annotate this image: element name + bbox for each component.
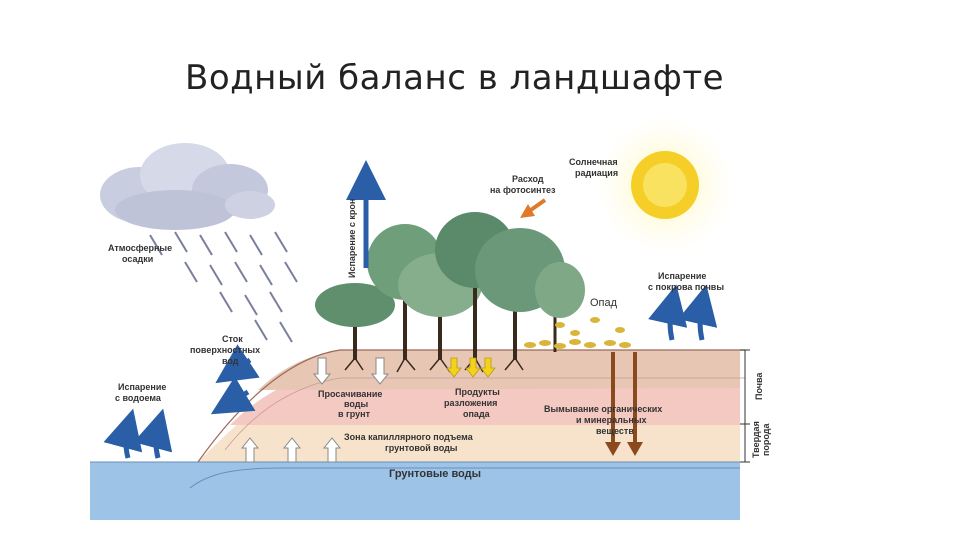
decomposition-label-2: разложения — [444, 398, 497, 408]
soil-upper-layer — [258, 350, 740, 390]
cloud — [100, 143, 275, 230]
decomposition-label-1: Продукты — [455, 387, 500, 397]
solar-label-2: радиация — [575, 168, 618, 178]
runoff-arrow-2 — [228, 392, 248, 404]
soil-evap-arrow-1 — [670, 304, 672, 340]
canopy-evap-label: Испарение с крон — [347, 199, 357, 278]
photosynthesis-label-1: Расход — [512, 174, 544, 184]
runoff-label-2: поверхностных — [190, 345, 260, 355]
leaching-label-3: веществ — [596, 426, 634, 436]
bedrock-label-1: Твердая — [751, 421, 761, 458]
runoff-label-1: Сток — [222, 334, 243, 344]
precipitation-label-1: Атмосферные — [108, 243, 172, 253]
tree-6 — [535, 262, 585, 352]
capillary-label-1: Зона капиллярного подъема — [344, 432, 474, 442]
water-evap-label-1: Испарение — [118, 382, 166, 392]
tree-1 — [315, 283, 395, 360]
water-evap-arrow-2 — [156, 428, 158, 458]
photosynthesis-arrow — [520, 200, 545, 218]
groundwater-label: Грунтовые воды — [389, 468, 481, 480]
decomposition-label-3: опада — [463, 409, 491, 419]
infiltration-label-2: воды — [344, 399, 369, 409]
soil-evap-arrow-2 — [700, 304, 702, 340]
photosynthesis-label-2: на фотосинтез — [490, 185, 556, 195]
layer-bracket: Почва Твердая порода — [740, 350, 771, 462]
yellow-arrows — [447, 358, 495, 377]
precipitation-label-2: осадки — [122, 254, 153, 264]
solar-label-1: Солнечная — [569, 157, 618, 167]
capillary-label-2: грунтовой воды — [385, 443, 458, 453]
runoff-label-3: вод — [222, 356, 239, 366]
water-evap-label-2: с водоема — [115, 393, 162, 403]
bedrock-label-2: порода — [761, 422, 771, 456]
soil-evap-label-1: Испарение — [658, 271, 706, 281]
leaching-label-2: и минеральных — [576, 415, 647, 425]
infiltration-label-1: Просачивание — [318, 389, 382, 399]
water-evap-arrow-1 — [126, 428, 128, 458]
soil-evap-label-2: с покрова почвы — [648, 282, 724, 292]
leaching-label-1: Вымывание органических — [544, 404, 662, 414]
soil-label: Почва — [754, 372, 764, 400]
leaf-litter — [524, 317, 631, 349]
sun — [595, 115, 735, 255]
infiltration-label-3: в грунт — [338, 409, 371, 419]
litter-label: Опад — [590, 297, 618, 309]
